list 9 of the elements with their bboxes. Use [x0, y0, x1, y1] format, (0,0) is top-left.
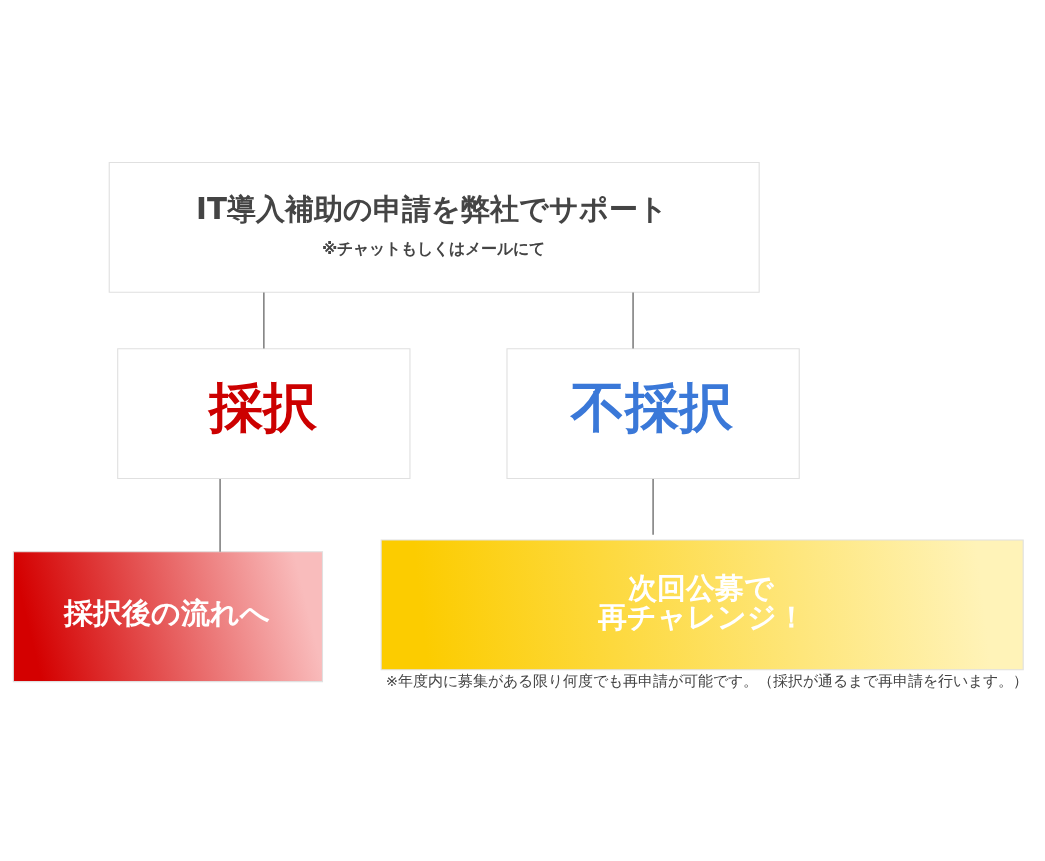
node-label: ※年度内に募集がある限り何度でも再申請が可能です。（採択が通るまで再申請を行います。） — [385, 671, 1028, 689]
connector — [262, 291, 265, 350]
node-box: 採択 — [117, 348, 411, 480]
connector — [652, 478, 654, 536]
node-box: IT導入補助の申請を弊社でサポート ※チャットもしくはメールにて — [108, 161, 760, 293]
node-box: 採択後の流れへ — [12, 551, 324, 683]
connector — [632, 291, 634, 350]
node-box: 不採択 — [506, 348, 800, 480]
connector — [219, 478, 221, 553]
